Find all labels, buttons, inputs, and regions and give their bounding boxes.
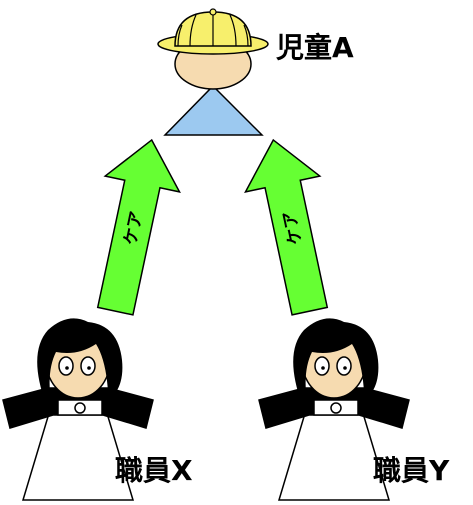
staff-x-pupil-right [87, 366, 91, 370]
staff-x-label: 職員X [115, 454, 193, 487]
staff-x-hair [37, 318, 123, 392]
staff-y-label: 職員Y [373, 454, 450, 487]
staff-y-figure [258, 318, 410, 501]
child-figure [157, 8, 269, 136]
child-label: 児童A [276, 31, 354, 64]
staff-y-collar-button [330, 402, 342, 414]
care-arrow-right: ケア [244, 138, 329, 316]
care-arrow-left: ケア [96, 138, 181, 316]
staff-y-pupil-right [343, 366, 347, 370]
care-arrow-left-shape [96, 138, 181, 316]
child-cap-seams [177, 12, 249, 47]
staff-y-hair [293, 318, 379, 392]
staff-x-collar-button [74, 402, 86, 414]
child-cap-button [209, 8, 217, 16]
staff-y-pupil-left [321, 366, 325, 370]
staff-x-figure [2, 318, 154, 501]
staff-x-eye-right [80, 356, 96, 376]
staff-y-eye-left [314, 356, 330, 376]
staff-x-pupil-left [65, 366, 69, 370]
staff-x-eye-left [58, 356, 74, 376]
staff-y-eye-right [336, 356, 352, 376]
child-body [163, 84, 264, 136]
care-arrow-right-shape [244, 138, 329, 316]
